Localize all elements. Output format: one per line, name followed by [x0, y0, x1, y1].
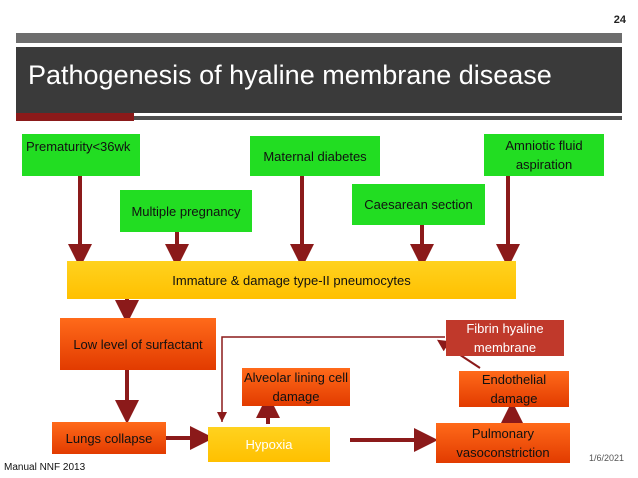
node-alveolar-damage-label: Alveolar lining cell damage — [243, 370, 349, 404]
node-pulmonary-vaso-label: Pulmonary vasoconstriction — [456, 426, 550, 460]
node-fibrin-membrane-label: Fibrin hyaline membrane — [466, 321, 544, 355]
node-immature-pneumocytes: Immature & damage type-II pneumocytes — [67, 261, 516, 299]
node-endothelial-damage: Endothelial damage — [459, 371, 569, 407]
node-caesarean: Caesarean section — [352, 184, 485, 225]
node-prematurity: Prematurity<36wk — [22, 134, 140, 176]
arrow-fibrin-feedback-head — [217, 412, 227, 422]
arrow-fibrin-feedback-to-hypoxia — [221, 336, 445, 422]
node-lungs-collapse-label: Lungs collapse — [65, 430, 153, 446]
node-maternal-diabetes: Maternal diabetes — [250, 136, 380, 176]
node-immature-pneumocytes-label: Immature & damage type-II pneumocytes — [172, 272, 411, 288]
node-multiple-pregnancy: Multiple pregnancy — [120, 190, 252, 232]
node-hypoxia-label: Hypoxia — [245, 437, 293, 452]
node-pulmonary-vaso: Pulmonary vasoconstriction — [436, 423, 570, 463]
title-accent-red — [16, 113, 134, 121]
node-lungs-collapse: Lungs collapse — [52, 422, 166, 454]
title-bar — [16, 47, 622, 113]
node-low-surfactant: Low level of surfactant — [60, 318, 216, 370]
node-alveolar-damage: Alveolar lining cell damage — [242, 368, 350, 406]
node-caesarean-label: Caesarean section — [364, 197, 473, 212]
node-fibrin-membrane: Fibrin hyaline membrane — [446, 320, 564, 356]
slide-title: Pathogenesis of hyaline membrane disease — [28, 60, 552, 90]
node-hypoxia: Hypoxia — [208, 427, 330, 462]
slide-date: 1/6/2021 — [588, 453, 624, 463]
title-accent-gray — [134, 116, 622, 120]
node-multiple-pregnancy-label: Multiple pregnancy — [131, 203, 241, 219]
footer-source: Manual NNF 2013 — [4, 462, 86, 473]
node-prematurity-label: Prematurity<36wk — [26, 139, 131, 154]
node-maternal-diabetes-label: Maternal diabetes — [263, 148, 367, 164]
node-amniotic-fluid-label: Amniotic fluid aspiration — [505, 138, 583, 172]
node-endothelial-damage-label: Endothelial damage — [481, 372, 547, 406]
node-amniotic-fluid: Amniotic fluid aspiration — [484, 134, 604, 176]
top-bar — [16, 33, 622, 43]
slide-number: 24 — [613, 14, 626, 26]
node-low-surfactant-label: Low level of surfactant — [73, 336, 203, 352]
